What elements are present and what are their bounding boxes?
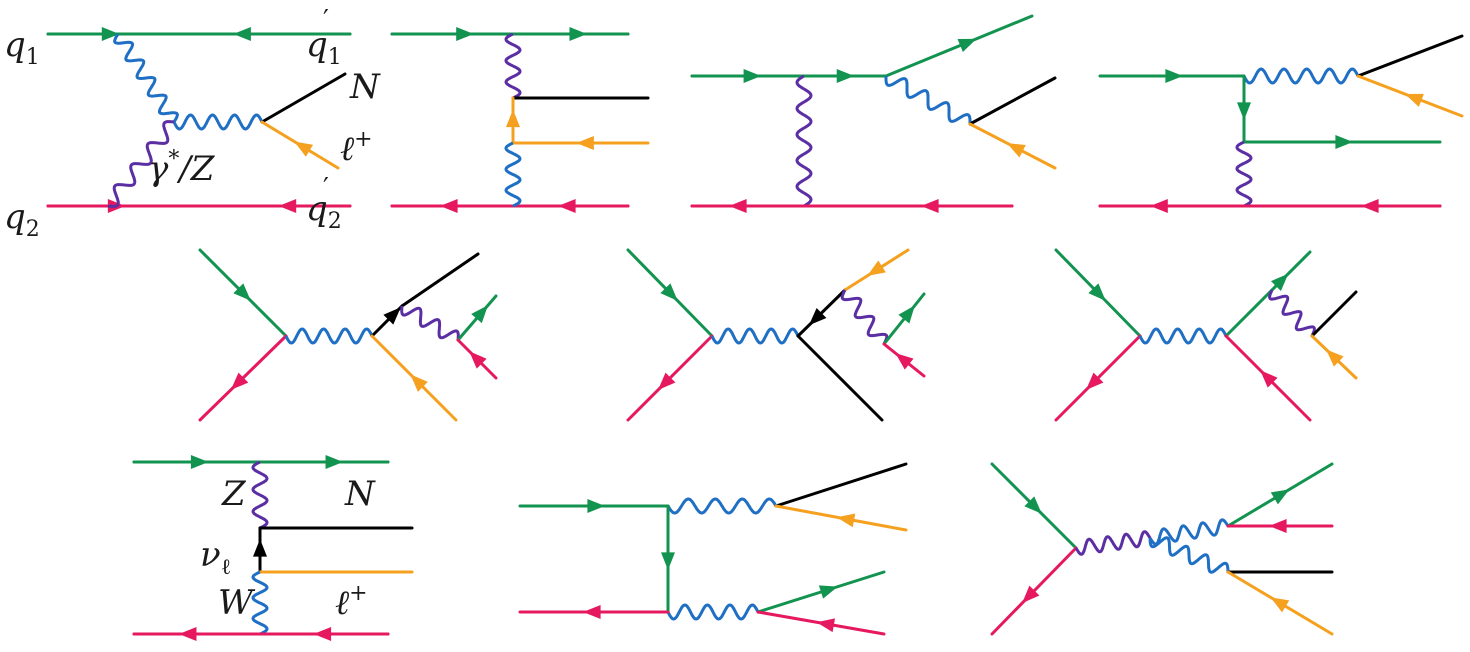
d6-heavy-neutrino bbox=[796, 334, 884, 422]
d6-quark-in-arrow bbox=[660, 283, 678, 301]
d1-gamma-z-boson bbox=[107, 120, 175, 208]
d6-quark-out-arrow bbox=[898, 305, 915, 324]
label-q1-prime-mark: ′ bbox=[323, 5, 329, 35]
d5-quark-out-arrow bbox=[471, 305, 488, 324]
d4-heavy-neutrino bbox=[1356, 34, 1464, 78]
label-nu-l: νℓ bbox=[200, 535, 231, 580]
label-q2: q2 bbox=[4, 197, 40, 242]
d2-antiquark-line-b-arrow bbox=[440, 199, 458, 213]
d7-quark-out bbox=[1224, 250, 1312, 338]
label-lepton: ℓ+ bbox=[340, 127, 373, 169]
d4-lepton-arrow bbox=[1404, 93, 1424, 107]
d10-w-boson-a bbox=[1148, 518, 1230, 546]
d4-quark-out-arrow bbox=[1335, 135, 1353, 149]
d2-z-boson bbox=[504, 32, 522, 100]
d3-lepton-arrow bbox=[1006, 143, 1026, 158]
label-gamma-z: γ*/Z bbox=[148, 147, 216, 189]
d5-heavy-neutrino bbox=[400, 252, 480, 308]
diagram-lines bbox=[46, 14, 1464, 641]
d5-heavy-neutrino-propagator-arrow bbox=[383, 307, 401, 325]
d7-z-boson bbox=[1268, 289, 1316, 337]
d5-quark-in-arrow bbox=[233, 283, 251, 301]
d2-lepton-out-arrow bbox=[576, 136, 594, 150]
d1-quark-line-arrow2-arrow bbox=[233, 27, 251, 41]
d6-heavy-neutrino-propagator-arrow bbox=[808, 307, 827, 326]
d8-neutrino-propagator-arrow bbox=[253, 539, 267, 557]
d9-antiquark-out-arrow bbox=[816, 618, 836, 633]
d3-heavy-neutrino bbox=[968, 76, 1057, 126]
label-q2-prime-mark: ′ bbox=[323, 173, 329, 203]
d9-quark-out bbox=[756, 570, 886, 614]
d9-quark-out-arrow bbox=[818, 585, 838, 599]
d7-antiquark-in-arrow bbox=[1086, 372, 1104, 390]
d8-quark-line-b-arrow bbox=[325, 455, 344, 469]
d7-heavy-neutrino bbox=[1310, 290, 1358, 338]
d10-antiquark-out-arrow bbox=[1269, 519, 1287, 533]
d10-quark-out-arrow bbox=[1270, 489, 1290, 505]
diagram-labels: q1 q2 q1 ′ q2 ′ N ℓ+ γ*/Z Z N νℓ W ℓ+ bbox=[4, 5, 381, 623]
d1-lepton-arrow bbox=[294, 141, 314, 157]
d7-quark-out-arrow bbox=[1270, 273, 1289, 292]
d3-quark-out bbox=[884, 14, 1034, 78]
d4-quark-line-arrow bbox=[1165, 69, 1183, 83]
d4-quark-propagator-arrow bbox=[1237, 102, 1251, 120]
d10-antiquark-in-arrow bbox=[1022, 585, 1040, 604]
d4-w-boson bbox=[1242, 67, 1360, 85]
d9-quark-propagator-arrow bbox=[661, 552, 675, 570]
d9-lepton-arrow bbox=[836, 513, 856, 528]
d7-lepton-arrow bbox=[1326, 349, 1344, 367]
label-q2-prime: q2 bbox=[306, 189, 342, 234]
d9-quark-in-arrow bbox=[587, 499, 605, 513]
label-Z: Z bbox=[221, 474, 247, 514]
label-q1-prime: q1 bbox=[306, 25, 342, 70]
d6-lepton-arrow bbox=[867, 260, 886, 276]
d8-z-boson bbox=[251, 460, 269, 530]
d5-antiquark-in-arrow bbox=[230, 372, 249, 390]
d5-z-boson bbox=[400, 305, 460, 341]
d6-z-boson bbox=[840, 289, 889, 345]
d8-antiquark-line-b-arrow bbox=[178, 627, 197, 641]
d7-antiquark-out-arrow bbox=[1260, 370, 1278, 388]
d5-w-boson bbox=[284, 327, 374, 345]
d3-quark-line-b-arrow bbox=[836, 69, 855, 83]
d10-z-boson bbox=[1074, 530, 1152, 556]
d3-z-boson bbox=[795, 74, 813, 208]
d9-w-boson-bottom bbox=[666, 603, 760, 621]
label-N-heavy-neutrino-2: N bbox=[344, 474, 376, 514]
d7-quark-in-arrow bbox=[1088, 283, 1106, 301]
d6-antiquark-in-arrow bbox=[658, 372, 676, 390]
d8-w-boson bbox=[251, 570, 269, 636]
d4-z-boson bbox=[1235, 140, 1253, 208]
d9-w-boson-top bbox=[666, 497, 778, 515]
label-W: W bbox=[218, 583, 256, 623]
d3-antiquark-line-b-arrow bbox=[729, 199, 747, 213]
d2-quark-line-b-arrow bbox=[569, 27, 588, 41]
d5-antiquark-out-arrow bbox=[469, 351, 487, 369]
d3-w-boson bbox=[884, 75, 972, 125]
d10-w-boson-b bbox=[1148, 536, 1230, 574]
d10-lepton-arrow bbox=[1270, 597, 1290, 613]
d2-w-boson bbox=[504, 141, 522, 208]
d3-quark-out-arrow bbox=[957, 38, 977, 52]
d7-w-boson bbox=[1138, 327, 1228, 345]
d5-lepton-arrow bbox=[410, 374, 428, 392]
d1-heavy-neutrino bbox=[260, 72, 347, 124]
label-N-heavy-neutrino: N bbox=[349, 67, 381, 107]
label-lepton-2: ℓ+ bbox=[335, 581, 368, 623]
d6-antiquark-out-arrow bbox=[895, 353, 914, 370]
d2-lepton-propagator-arrow bbox=[506, 109, 520, 128]
d1-w-boson-a bbox=[113, 33, 179, 123]
d1-w-boson-b bbox=[172, 113, 264, 131]
label-q1: q1 bbox=[4, 25, 40, 70]
d10-quark-in-arrow bbox=[1024, 496, 1042, 514]
d6-w-boson bbox=[710, 327, 800, 345]
d9-heavy-neutrino bbox=[774, 462, 908, 508]
d4-antiquark-line-b-arrow bbox=[1150, 199, 1168, 213]
d9-antiquark-in-arrow bbox=[583, 605, 601, 619]
